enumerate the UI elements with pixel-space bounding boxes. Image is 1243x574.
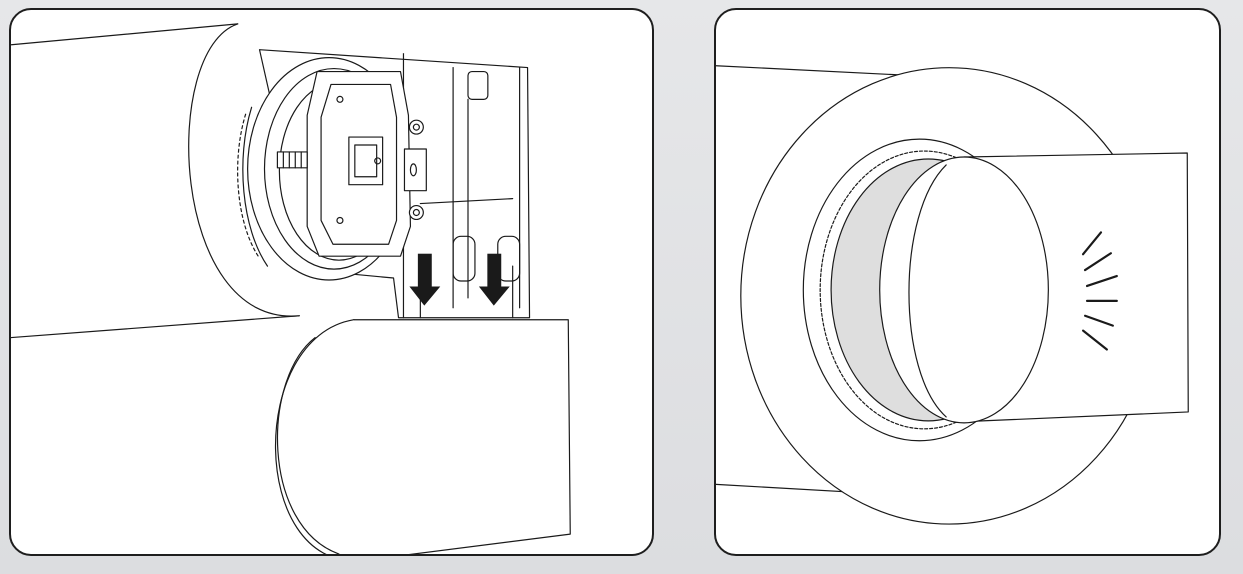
- lower-pipe-bend: [274, 319, 571, 554]
- upper-pipe: [11, 23, 300, 339]
- step-panel-connector-click: [714, 8, 1221, 556]
- connector-mechanism: [276, 70, 427, 257]
- click-sound-icon: [1081, 231, 1118, 351]
- arrow-down-icon: [478, 253, 510, 306]
- bracket-install-illustration: [11, 23, 571, 554]
- step-panel-bracket-install: [9, 8, 654, 556]
- push-down-arrows: [409, 253, 510, 306]
- connector-click-illustration: [716, 65, 1189, 525]
- arrow-down-icon: [409, 253, 441, 306]
- inserted-pipe: [879, 152, 1189, 424]
